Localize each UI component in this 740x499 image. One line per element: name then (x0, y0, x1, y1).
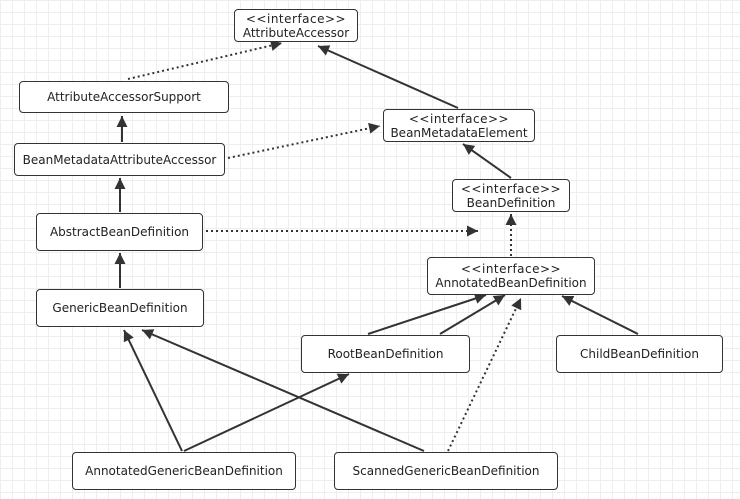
arrowhead-icon (467, 225, 478, 237)
node-stereotype: <<interface>> (460, 262, 562, 276)
node-child-bean-definition[interactable]: ChildBeanDefinition (556, 335, 723, 373)
arrowhead-icon (114, 253, 126, 264)
node-name: ScannedGenericBeanDefinition (352, 464, 540, 478)
edge-scanned-generic-bean-definition-to-annotated-bean-definition (447, 297, 522, 452)
arrowhead-icon (368, 122, 380, 134)
edge-line (141, 329, 425, 452)
edge-line (123, 329, 183, 452)
edge-line (561, 295, 639, 335)
arrowhead-icon (123, 330, 134, 343)
edge-annotated-bean-definition-to-bean-definition (505, 214, 517, 256)
node-annotated-bean-definition[interactable]: <<interface>> AnnotatedBeanDefinition (427, 257, 595, 295)
arrowhead-icon (473, 293, 486, 304)
node-name: RootBeanDefinition (327, 347, 444, 361)
node-name: AnnotatedBeanDefinition (435, 276, 587, 290)
node-name: AttributeAccessor (242, 25, 350, 40)
arrowhead-icon (318, 45, 331, 56)
arrowhead-icon (511, 298, 522, 311)
arrowhead-icon (142, 329, 155, 340)
arrowhead-icon (505, 214, 517, 225)
edge-root-bean-definition-to-annotated-bean-definition (367, 293, 487, 335)
edge-attribute-accessor-support-to-attribute-accessor (127, 40, 283, 80)
edge-bean-metadata-element-to-attribute-accessor (317, 45, 459, 109)
node-attribute-accessor-support[interactable]: AttributeAccessorSupport (19, 81, 229, 113)
arrowhead-icon (116, 116, 128, 127)
edge-line (127, 42, 283, 80)
node-name: BeanMetadataElement (390, 125, 528, 140)
node-abstract-bean-definition[interactable]: AbstractBeanDefinition (36, 213, 203, 251)
edge-line (227, 125, 381, 159)
node-name: BeanDefinition (466, 195, 556, 210)
edge-bean-definition-to-bean-metadata-element (462, 143, 512, 179)
node-stereotype: <<interface>> (460, 181, 562, 196)
node-stereotype: <<interface>> (408, 111, 510, 126)
arrowhead-icon (562, 296, 575, 306)
node-name: GenericBeanDefinition (52, 301, 188, 315)
edge-abstract-bean-definition-to-bean-definition (206, 225, 478, 237)
node-name: BeanMetadataAttributeAccessor (22, 152, 217, 167)
edge-child-bean-definition-to-annotated-bean-definition (561, 295, 639, 335)
edge-line (317, 45, 459, 109)
edge-annotated-generic-bean-definition-to-generic-bean-definition (123, 329, 183, 452)
edge-line (439, 294, 506, 335)
node-root-bean-definition[interactable]: RootBeanDefinition (301, 335, 470, 373)
node-bean-metadata-attribute-accessor[interactable]: BeanMetadataAttributeAccessor (14, 143, 225, 176)
edge-scanned-generic-bean-definition-to-generic-bean-definition (141, 329, 425, 452)
node-annotated-generic-bean-definition[interactable]: AnnotatedGenericBeanDefinition (72, 452, 296, 490)
arrowhead-icon (492, 295, 505, 306)
node-attribute-accessor[interactable]: <<interface>> AttributeAccessor (234, 9, 358, 42)
node-generic-bean-definition[interactable]: GenericBeanDefinition (36, 289, 204, 327)
edge-bean-metadata-attribute-accessor-to-attribute-accessor-support (116, 116, 128, 142)
edge-annotated-generic-bean-definition-to-annotated-bean-definition (183, 373, 350, 452)
node-scanned-generic-bean-definition[interactable]: ScannedGenericBeanDefinition (334, 452, 558, 490)
arrowhead-icon (463, 144, 476, 155)
node-bean-metadata-element[interactable]: <<interface>> BeanMetadataElement (383, 109, 535, 142)
edge-line (367, 294, 487, 335)
node-stereotype: <<interface>> (245, 11, 347, 26)
arrowhead-icon (114, 178, 126, 189)
arrowhead-icon (270, 40, 282, 51)
edge-bean-metadata-attribute-accessor-to-bean-metadata-element (227, 122, 381, 159)
edge-line (183, 373, 350, 452)
node-name: AbstractBeanDefinition (49, 225, 190, 239)
node-bean-definition[interactable]: <<interface>> BeanDefinition (452, 179, 570, 212)
node-name: ChildBeanDefinition (580, 347, 699, 361)
edge-abstract-bean-definition-to-bean-metadata-attribute-accessor (114, 178, 126, 212)
edge-line (447, 297, 522, 452)
node-name: AnnotatedGenericBeanDefinition (85, 464, 283, 478)
node-name: AttributeAccessorSupport (47, 90, 201, 104)
edge-generic-bean-definition-to-abstract-bean-definition (114, 253, 126, 288)
arrowhead-icon (336, 373, 349, 384)
edge-root-bean-definition-to-annotated-bean-definition (439, 294, 506, 335)
